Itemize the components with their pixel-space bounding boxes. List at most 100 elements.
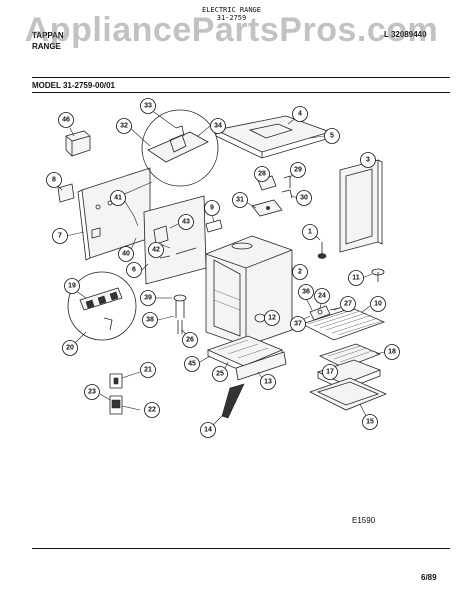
svg-text:31: 31 bbox=[236, 197, 244, 204]
callout-33: 33 bbox=[140, 98, 156, 114]
svg-text:1: 1 bbox=[308, 229, 312, 236]
document-title-line1: ELECTRIC RANGE bbox=[201, 6, 261, 14]
svg-text:5: 5 bbox=[330, 133, 334, 140]
callout-29: 29 bbox=[290, 162, 306, 178]
part-18-broiler-grid bbox=[318, 343, 385, 369]
svg-text:32: 32 bbox=[120, 123, 128, 130]
part-8-panel bbox=[55, 183, 75, 203]
part-15-bottom-panel bbox=[308, 377, 388, 417]
callout-7: 7 bbox=[52, 228, 68, 244]
svg-text:24: 24 bbox=[318, 293, 326, 300]
callout-15: 15 bbox=[362, 414, 378, 430]
callout-14: 14 bbox=[200, 422, 216, 438]
bottom-rule bbox=[32, 548, 450, 549]
svg-text:18: 18 bbox=[388, 349, 396, 356]
callout-40: 40 bbox=[118, 246, 134, 262]
detail-circle-19-20 bbox=[67, 271, 137, 345]
product-name: RANGE bbox=[32, 42, 61, 51]
callout-5: 5 bbox=[324, 128, 340, 144]
svg-text:25: 25 bbox=[216, 371, 224, 378]
callout-30: 30 bbox=[296, 190, 312, 206]
callout-6: 6 bbox=[126, 262, 142, 278]
callout-28: 28 bbox=[254, 166, 270, 182]
part-14-handle bbox=[211, 383, 245, 427]
svg-text:4: 4 bbox=[298, 111, 302, 118]
part-3-door-frame bbox=[339, 159, 383, 253]
svg-text:33: 33 bbox=[144, 103, 152, 110]
document-title-line2: 31-2759 bbox=[216, 14, 247, 22]
part-11-bolt bbox=[361, 268, 385, 282]
callout-46: 46 bbox=[58, 112, 74, 128]
figure-code: E1590 bbox=[352, 516, 376, 525]
callout-8: 8 bbox=[46, 172, 62, 188]
callout-22: 22 bbox=[144, 402, 160, 418]
svg-text:27: 27 bbox=[344, 301, 352, 308]
callout-9: 9 bbox=[204, 200, 220, 216]
svg-text:34: 34 bbox=[214, 123, 222, 130]
callout-41: 41 bbox=[110, 190, 126, 206]
callout-25: 25 bbox=[212, 366, 228, 382]
part-7-side-panel bbox=[65, 167, 151, 261]
callout-2: 2 bbox=[292, 264, 308, 280]
callout-20: 20 bbox=[62, 340, 78, 356]
top-rule bbox=[32, 77, 450, 78]
part-38-39-26-hardware bbox=[156, 294, 187, 335]
callout-12: 12 bbox=[264, 310, 280, 326]
svg-text:40: 40 bbox=[122, 251, 130, 258]
detail-circle-32-33-34 bbox=[119, 109, 219, 197]
callout-18: 18 bbox=[384, 344, 400, 360]
callout-27: 27 bbox=[340, 296, 356, 312]
svg-text:30: 30 bbox=[300, 195, 308, 202]
svg-text:11: 11 bbox=[352, 275, 360, 282]
callout-38: 38 bbox=[142, 312, 158, 328]
svg-text:6: 6 bbox=[132, 267, 136, 274]
svg-text:28: 28 bbox=[258, 171, 266, 178]
part-21-22-23-switch bbox=[99, 371, 141, 415]
svg-text:38: 38 bbox=[146, 317, 154, 324]
model-rule bbox=[32, 92, 450, 93]
svg-text:36: 36 bbox=[302, 289, 310, 296]
svg-text:39: 39 bbox=[144, 295, 152, 302]
callout-32: 32 bbox=[116, 118, 132, 134]
callout-39: 39 bbox=[140, 290, 156, 306]
callout-17: 17 bbox=[322, 364, 338, 380]
callout-23: 23 bbox=[84, 384, 100, 400]
svg-text:14: 14 bbox=[204, 427, 212, 434]
svg-text:23: 23 bbox=[88, 389, 96, 396]
part-10-oven-rack bbox=[300, 305, 386, 341]
svg-text:10: 10 bbox=[374, 301, 382, 308]
part-4-5-cooktop bbox=[214, 115, 332, 159]
part-1-leveler bbox=[313, 233, 327, 259]
callout-43: 43 bbox=[178, 214, 194, 230]
model-label: MODEL 31-2759-00/01 bbox=[32, 81, 116, 90]
svg-text:42: 42 bbox=[152, 247, 160, 254]
brand-block: TAPPAN RANGE bbox=[32, 30, 64, 52]
callout-1: 1 bbox=[302, 224, 318, 240]
callout-11: 11 bbox=[348, 270, 364, 286]
callout-3: 3 bbox=[360, 152, 376, 168]
part-reference: L 32089440 bbox=[384, 30, 427, 39]
svg-text:12: 12 bbox=[268, 315, 276, 322]
svg-text:7: 7 bbox=[58, 233, 62, 240]
callout-34: 34 bbox=[210, 118, 226, 134]
svg-text:2: 2 bbox=[298, 269, 302, 276]
part-13-drawer-front bbox=[235, 351, 287, 381]
svg-text:37: 37 bbox=[294, 321, 302, 328]
part-9-strip bbox=[205, 213, 223, 233]
callout-36: 36 bbox=[298, 284, 314, 300]
callout-45: 45 bbox=[184, 356, 200, 372]
part-31-bracket bbox=[245, 199, 283, 217]
part-2-oven-body bbox=[205, 235, 293, 347]
svg-text:3: 3 bbox=[366, 157, 370, 164]
svg-text:13: 13 bbox=[264, 379, 272, 386]
callout-31: 31 bbox=[232, 192, 248, 208]
callout-26: 26 bbox=[182, 332, 198, 348]
watermark: AppliancePartsPros.com bbox=[24, 11, 439, 49]
svg-text:19: 19 bbox=[68, 283, 76, 290]
svg-text:22: 22 bbox=[148, 407, 156, 414]
svg-text:29: 29 bbox=[294, 167, 302, 174]
callout-13: 13 bbox=[260, 374, 276, 390]
svg-text:15: 15 bbox=[366, 419, 374, 426]
svg-text:21: 21 bbox=[144, 367, 152, 374]
